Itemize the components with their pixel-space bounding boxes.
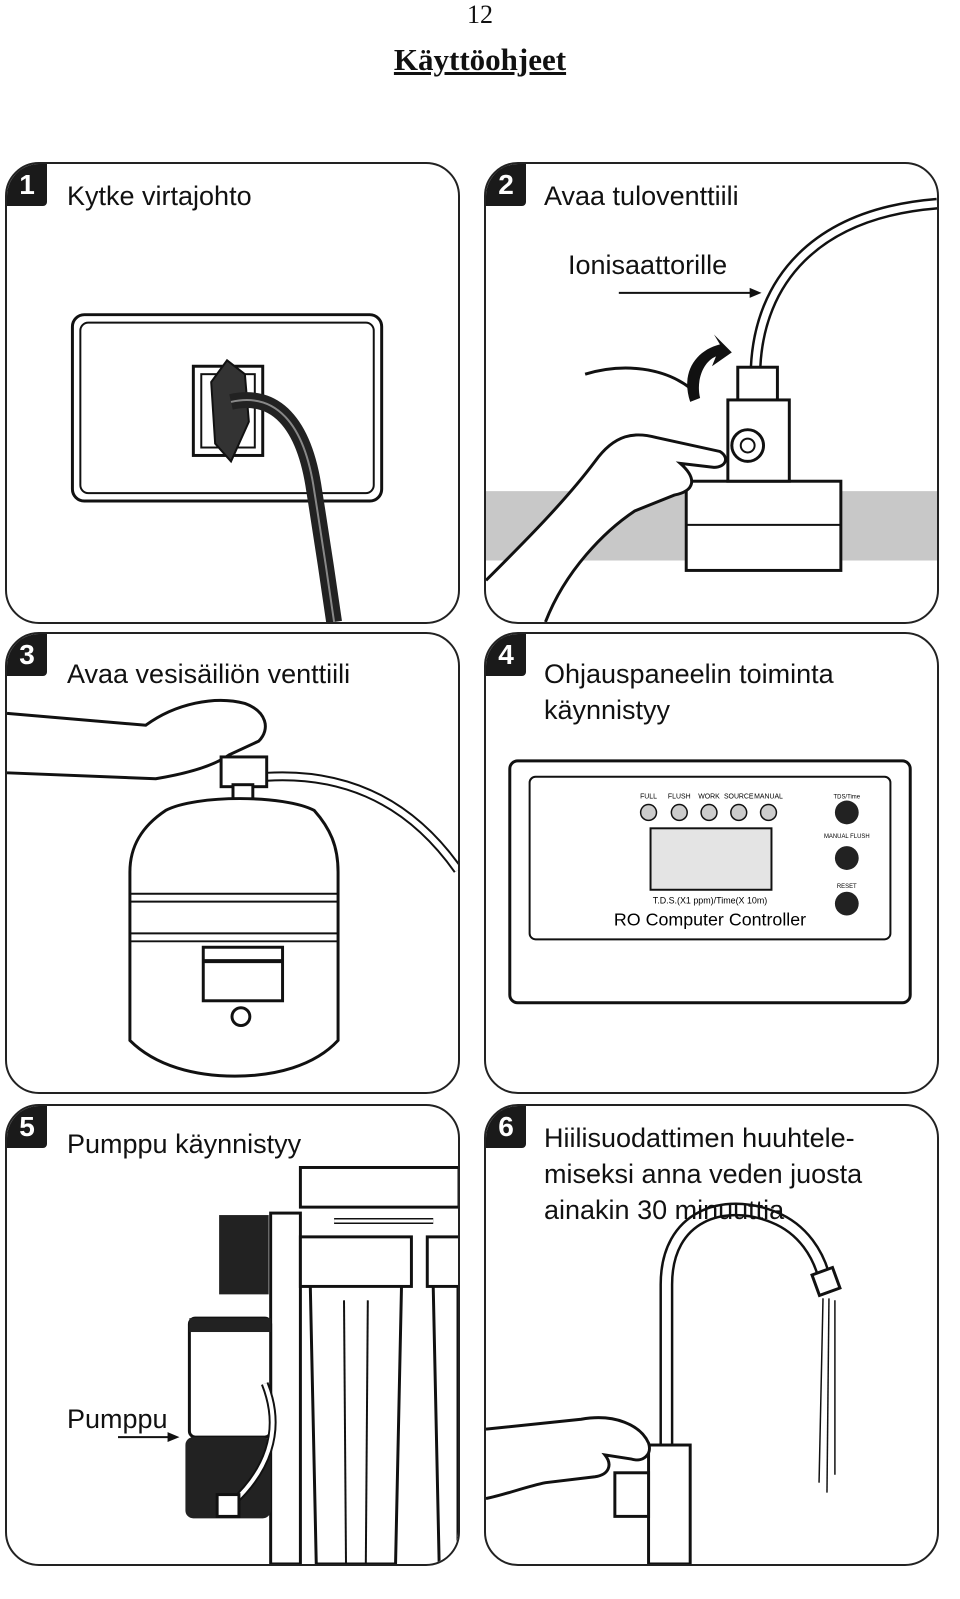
wall-plate-inner <box>79 321 375 495</box>
filter-cap-1 <box>298 1235 413 1288</box>
filter-canister-1 <box>308 1284 404 1564</box>
indicator-led <box>670 803 688 822</box>
step-2-caption: Avaa tuloventtiili <box>544 181 739 211</box>
valve-knob <box>730 428 766 463</box>
plug-body <box>210 358 250 464</box>
mounting-bracket <box>269 1211 302 1564</box>
pump-motor <box>187 1316 273 1439</box>
faucet-tip <box>810 1265 842 1298</box>
step-1-caption: Kytke virtajohto <box>67 181 252 211</box>
display-caption: T.D.S.(X1 ppm)/Time(X 10m) <box>653 896 768 906</box>
indicator-led <box>759 803 778 822</box>
page-number: 12 <box>467 0 493 29</box>
control-panel-illustration: FULL FLUSH WORK SOURCE MANUAL T.D.S.(X1 … <box>508 759 912 1005</box>
lcd-display <box>649 827 773 891</box>
indicator-label: FLUSH <box>668 794 691 801</box>
faucet-handle <box>613 1471 651 1518</box>
inlet-valve-illustration <box>486 197 937 622</box>
step-6-panel: 6 Hiilisuodattimen huuhtele- miseksi ann… <box>484 1104 939 1566</box>
step-2-badge: 2 <box>486 164 526 206</box>
pump-head <box>185 1437 271 1519</box>
ionizer-label: Ionisaattorille <box>568 250 728 280</box>
indicator-led <box>700 803 718 822</box>
step-4-panel: 4 Ohjauspaneelin toiminta käynnistyy FUL… <box>484 632 939 1094</box>
tank-label <box>201 945 285 1003</box>
step-6-caption-line1: Hiilisuodattimen huuhtele- <box>544 1123 855 1153</box>
step-2-panel: 2 Avaa tuloventtiili Ionisaattorille <box>484 162 939 624</box>
filter-cap-2 <box>425 1235 458 1288</box>
water-tank-illustration <box>7 698 458 1078</box>
step-1-panel: 1 Kytke virtajohto <box>5 162 460 624</box>
step-6-caption-line3: ainakin 30 minuuttia <box>544 1195 785 1225</box>
step-5-panel: 5 Pumppu käynnistyy Pumppu <box>5 1104 460 1566</box>
step-5-caption: Pumppu käynnistyy <box>67 1129 302 1159</box>
step-4-badge: 4 <box>486 634 526 676</box>
step-4-caption-line1: Ohjauspaneelin toiminta <box>544 659 834 689</box>
wall-outlet-illustration <box>70 313 384 622</box>
pump-label: Pumppu <box>67 1404 168 1434</box>
step-1-badge: 1 <box>7 164 47 206</box>
step-3-caption: Avaa vesisäiliön venttiili <box>67 659 351 689</box>
water-stream <box>818 1298 836 1493</box>
step-6-badge: 6 <box>486 1106 526 1148</box>
faucet-neck <box>659 1202 832 1446</box>
rear-panel <box>219 1215 269 1295</box>
tds-time-button <box>834 800 859 825</box>
indicator-label: WORK <box>698 794 720 801</box>
tank-body <box>128 797 340 1078</box>
pump-illustration <box>118 1165 458 1564</box>
step-6-caption-line2: miseksi anna veden juosta <box>544 1159 863 1189</box>
indicator-label: SOURCE <box>724 794 754 801</box>
valve-nut <box>736 365 779 403</box>
faucet-base <box>647 1443 692 1564</box>
turn-arrow <box>687 334 732 402</box>
manual-flush-button <box>834 846 859 870</box>
faucet-illustration <box>486 1202 842 1564</box>
filter-housing-top <box>298 1165 458 1209</box>
hand-outline <box>486 433 728 622</box>
arm-outline <box>7 698 267 781</box>
step-3-panel: 3 Avaa vesisäiliön venttiili <box>5 632 460 1094</box>
controller-brand: RO Computer Controller <box>614 909 806 929</box>
page-title: Käyttöohjeet <box>393 42 567 77</box>
reset-button <box>834 891 859 916</box>
pipe-block <box>684 479 843 572</box>
step-5-badge: 5 <box>7 1106 47 1148</box>
step-3-badge: 3 <box>7 634 47 676</box>
step-4-caption-line2: käynnistyy <box>544 695 671 725</box>
tank-valve <box>219 755 269 789</box>
tank-drain <box>230 1006 252 1028</box>
indicator-label: MANUAL <box>754 794 783 801</box>
button-label: MANUAL FLUSH <box>824 834 870 840</box>
hand-outline <box>486 1416 651 1501</box>
indicator-led <box>730 803 748 822</box>
indicator-row: FULL FLUSH WORK SOURCE MANUAL <box>639 794 783 822</box>
indicator-label: FULL <box>640 794 657 801</box>
indicator-led <box>639 803 658 822</box>
button-label: RESET <box>837 884 857 890</box>
button-label: TDS/Time <box>834 795 861 801</box>
